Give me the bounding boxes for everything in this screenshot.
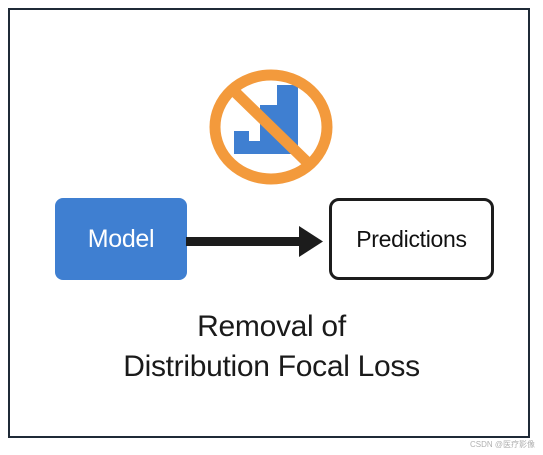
model-label: Model	[87, 224, 155, 253]
diagram-frame: Model Predictions	[8, 8, 530, 438]
diagram-title: Removal of Distribution Focal Loss	[0, 307, 543, 387]
predictions-box: Predictions	[329, 198, 494, 280]
no-chart-icon	[209, 69, 333, 185]
right-arrow-icon	[186, 226, 323, 257]
title-line-2: Distribution Focal Loss	[123, 350, 420, 383]
watermark: CSDN @医疗影像	[469, 440, 535, 449]
model-box: Model	[55, 198, 187, 280]
predictions-label: Predictions	[356, 225, 467, 252]
title-line-1: Removal of	[197, 310, 346, 343]
